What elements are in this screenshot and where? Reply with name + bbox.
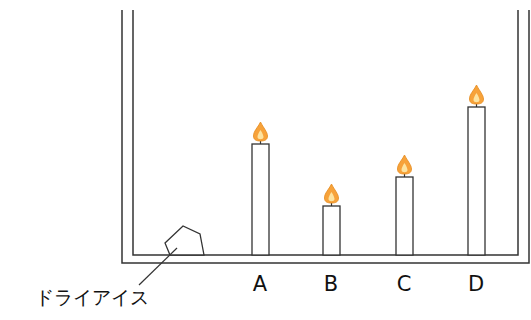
candle	[252, 144, 269, 255]
candle-label: B	[324, 274, 338, 295]
flame	[325, 184, 339, 203]
flame	[254, 122, 268, 141]
flame-core	[329, 192, 335, 201]
flame	[398, 155, 412, 174]
flame-core	[258, 130, 264, 139]
candle	[468, 107, 485, 255]
tank-outer-wall	[122, 10, 529, 263]
dry-ice	[165, 226, 204, 255]
candle	[396, 177, 413, 255]
candle	[323, 206, 340, 255]
candle-label: A	[253, 274, 267, 295]
tank-inner-wall	[133, 10, 518, 255]
candle-label: D	[468, 274, 484, 295]
candle-label: C	[397, 274, 412, 295]
leader-line	[139, 248, 177, 285]
candles	[252, 85, 485, 255]
flame-core	[474, 93, 480, 102]
flame	[470, 85, 484, 104]
tank-walls	[122, 10, 529, 263]
material-label: ドライアイス	[35, 288, 149, 307]
flame-core	[402, 163, 408, 172]
